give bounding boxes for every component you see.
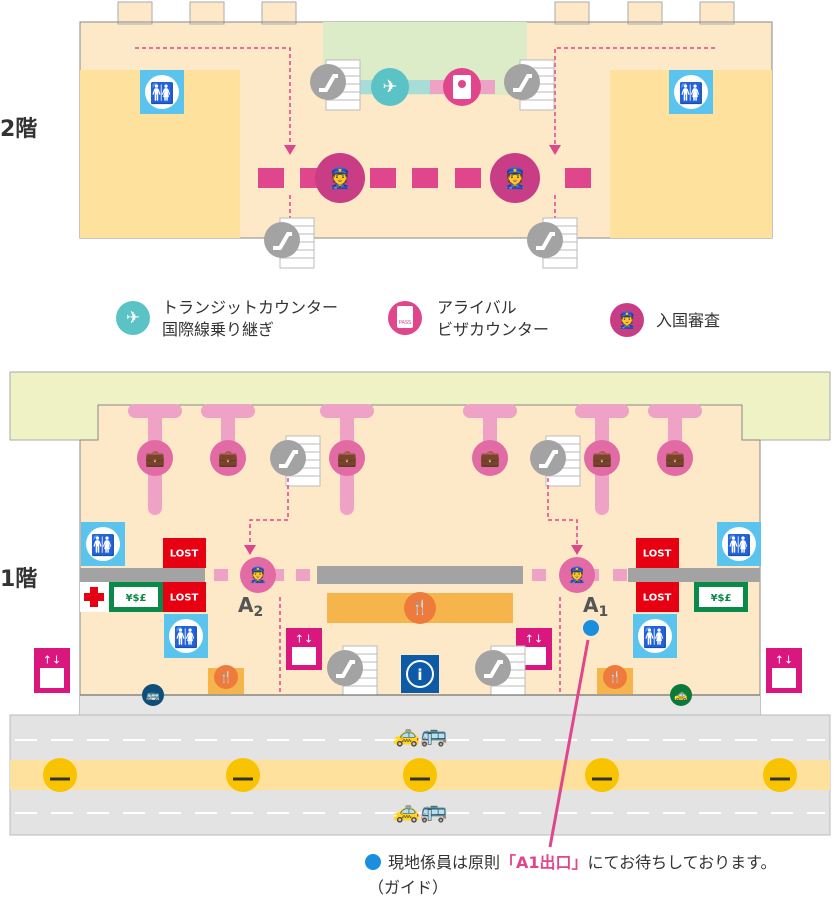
floor-2-label: 2階 [0, 117, 37, 142]
legend-immigration-label: 入国審査 [656, 311, 720, 330]
lost-and-found-icon: LOST [163, 538, 206, 568]
restroom-icon [717, 522, 761, 566]
exit-a2-label: A2 [238, 593, 263, 620]
svg-text:👮: 👮 [568, 565, 587, 584]
smoking-area-icon [403, 758, 437, 792]
visa-counter-icon [443, 68, 481, 106]
smoking-area-icon [585, 758, 619, 792]
currency-exchange-icon: ¥$£ [109, 582, 163, 612]
svg-text:¥$£: ¥$£ [126, 593, 147, 604]
restroom-icon [81, 522, 125, 566]
meeting-point-marker [583, 620, 599, 636]
svg-text:💼: 💼 [665, 449, 685, 468]
taxi-bus-icon: 🚕🚌 [393, 723, 448, 748]
smoking-area-icon [763, 758, 797, 792]
restroom-icon [140, 70, 184, 114]
svg-text:i: i [417, 666, 422, 684]
legend-visa-label: アライバル [437, 298, 517, 317]
svg-text:👮: 👮 [617, 311, 637, 330]
elevator-icon: ↑↓ [766, 648, 802, 693]
elevator-icon: ↑↓ [34, 648, 70, 693]
transit-counter-icon: ✈ [371, 68, 409, 106]
floor-2: 👮 👮 ✈ 2階 [0, 1, 773, 270]
legend-visa-sublabel: ビザカウンター [437, 320, 549, 339]
legend: ✈ トランジットカウンター 国際線乗り継ぎ PASS アライバル ビザカウンター… [116, 298, 720, 339]
first-aid-icon [80, 582, 109, 612]
floor-1: 💼 💼 💼 💼 💼 💼 👮 👮 A2 A1 🍴 LOST LOST LOST LOST ¥… [0, 371, 831, 720]
legend-transit-label: トランジットカウンター [162, 298, 338, 317]
svg-text:LOST: LOST [170, 593, 199, 604]
svg-text:LOST: LOST [643, 549, 672, 560]
svg-text:💼: 💼 [480, 449, 500, 468]
customs-icon: 👮 [240, 557, 276, 593]
svg-text:✈: ✈ [126, 308, 140, 328]
lost-and-found-icon: LOST [163, 582, 206, 612]
svg-text:👮: 👮 [503, 166, 528, 190]
footnote-text: 現地係員は原則「A1出口」にてお待ちしております。 [388, 853, 777, 872]
smoking-area-icon [43, 758, 77, 792]
footnote-guide: （ガイド） [368, 878, 448, 897]
pointer-line [548, 639, 590, 848]
immigration-icon: 👮 [490, 153, 540, 203]
restaurant-icon: 🍴 [404, 592, 436, 624]
restaurant-icon: 🍴 [597, 665, 633, 694]
svg-text:💼: 💼 [145, 449, 165, 468]
smoking-area-icon [226, 758, 260, 792]
immigration-icon [610, 303, 644, 337]
svg-text:💼: 💼 [218, 449, 238, 468]
lost-and-found-icon: LOST [636, 538, 679, 568]
taxi-bus-icon: 🚕🚌 [393, 799, 448, 824]
svg-text:🍴: 🍴 [608, 671, 622, 684]
svg-text:¥$£: ¥$£ [711, 593, 732, 604]
floor-1-label: 1階 [0, 567, 37, 592]
svg-text:🍴: 🍴 [411, 599, 428, 616]
svg-text:LOST: LOST [170, 549, 199, 560]
svg-text:👮: 👮 [328, 166, 353, 190]
svg-text:↑↓: ↑↓ [295, 633, 313, 646]
escalator-icon [525, 216, 579, 270]
immigration-barrier [258, 168, 591, 188]
baggage-claims: 💼 💼 💼 💼 💼 💼 [128, 404, 702, 515]
svg-text:👮: 👮 [249, 565, 268, 584]
svg-text:💼: 💼 [337, 449, 357, 468]
svg-text:✈: ✈ [382, 77, 397, 98]
svg-text:🚕: 🚕 [674, 689, 688, 702]
legend-transit-sublabel: 国際線乗り継ぎ [162, 320, 274, 339]
svg-text:↑↓: ↑↓ [525, 633, 543, 646]
lost-and-found-icon: LOST [636, 582, 679, 612]
elevator-icon: ↑↓ [286, 628, 322, 670]
restaurant-icon: 🍴 [208, 665, 244, 694]
svg-text:🚌: 🚌 [146, 689, 160, 702]
passport-label: PASS [399, 320, 411, 326]
svg-text:↑↓: ↑↓ [775, 654, 793, 667]
information-icon: i [401, 655, 439, 693]
immigration-icon: 👮 [315, 153, 365, 203]
transit-counter-icon [116, 301, 150, 335]
svg-text:↑↓: ↑↓ [43, 654, 61, 667]
customs-icon: 👮 [559, 557, 595, 593]
currency-exchange-icon: ¥$£ [694, 582, 748, 612]
svg-text:💼: 💼 [592, 449, 612, 468]
bus-stop-icon: 🚌 [142, 684, 164, 706]
footnote: 現地係員は原則「A1出口」にてお待ちしております。 （ガイド） [365, 853, 777, 897]
escalator-icon [262, 216, 316, 270]
taxi-stop-icon: 🚕 [670, 684, 692, 706]
svg-text:LOST: LOST [643, 593, 672, 604]
restroom-icon [669, 70, 713, 114]
restroom-icon [633, 614, 677, 658]
svg-text:🍴: 🍴 [219, 671, 233, 684]
exit-a1-label: A1 [583, 593, 608, 620]
restroom-icon [164, 614, 208, 658]
roadway: 🚌 🚕 🚕🚌 🚕🚌 [9, 684, 831, 836]
